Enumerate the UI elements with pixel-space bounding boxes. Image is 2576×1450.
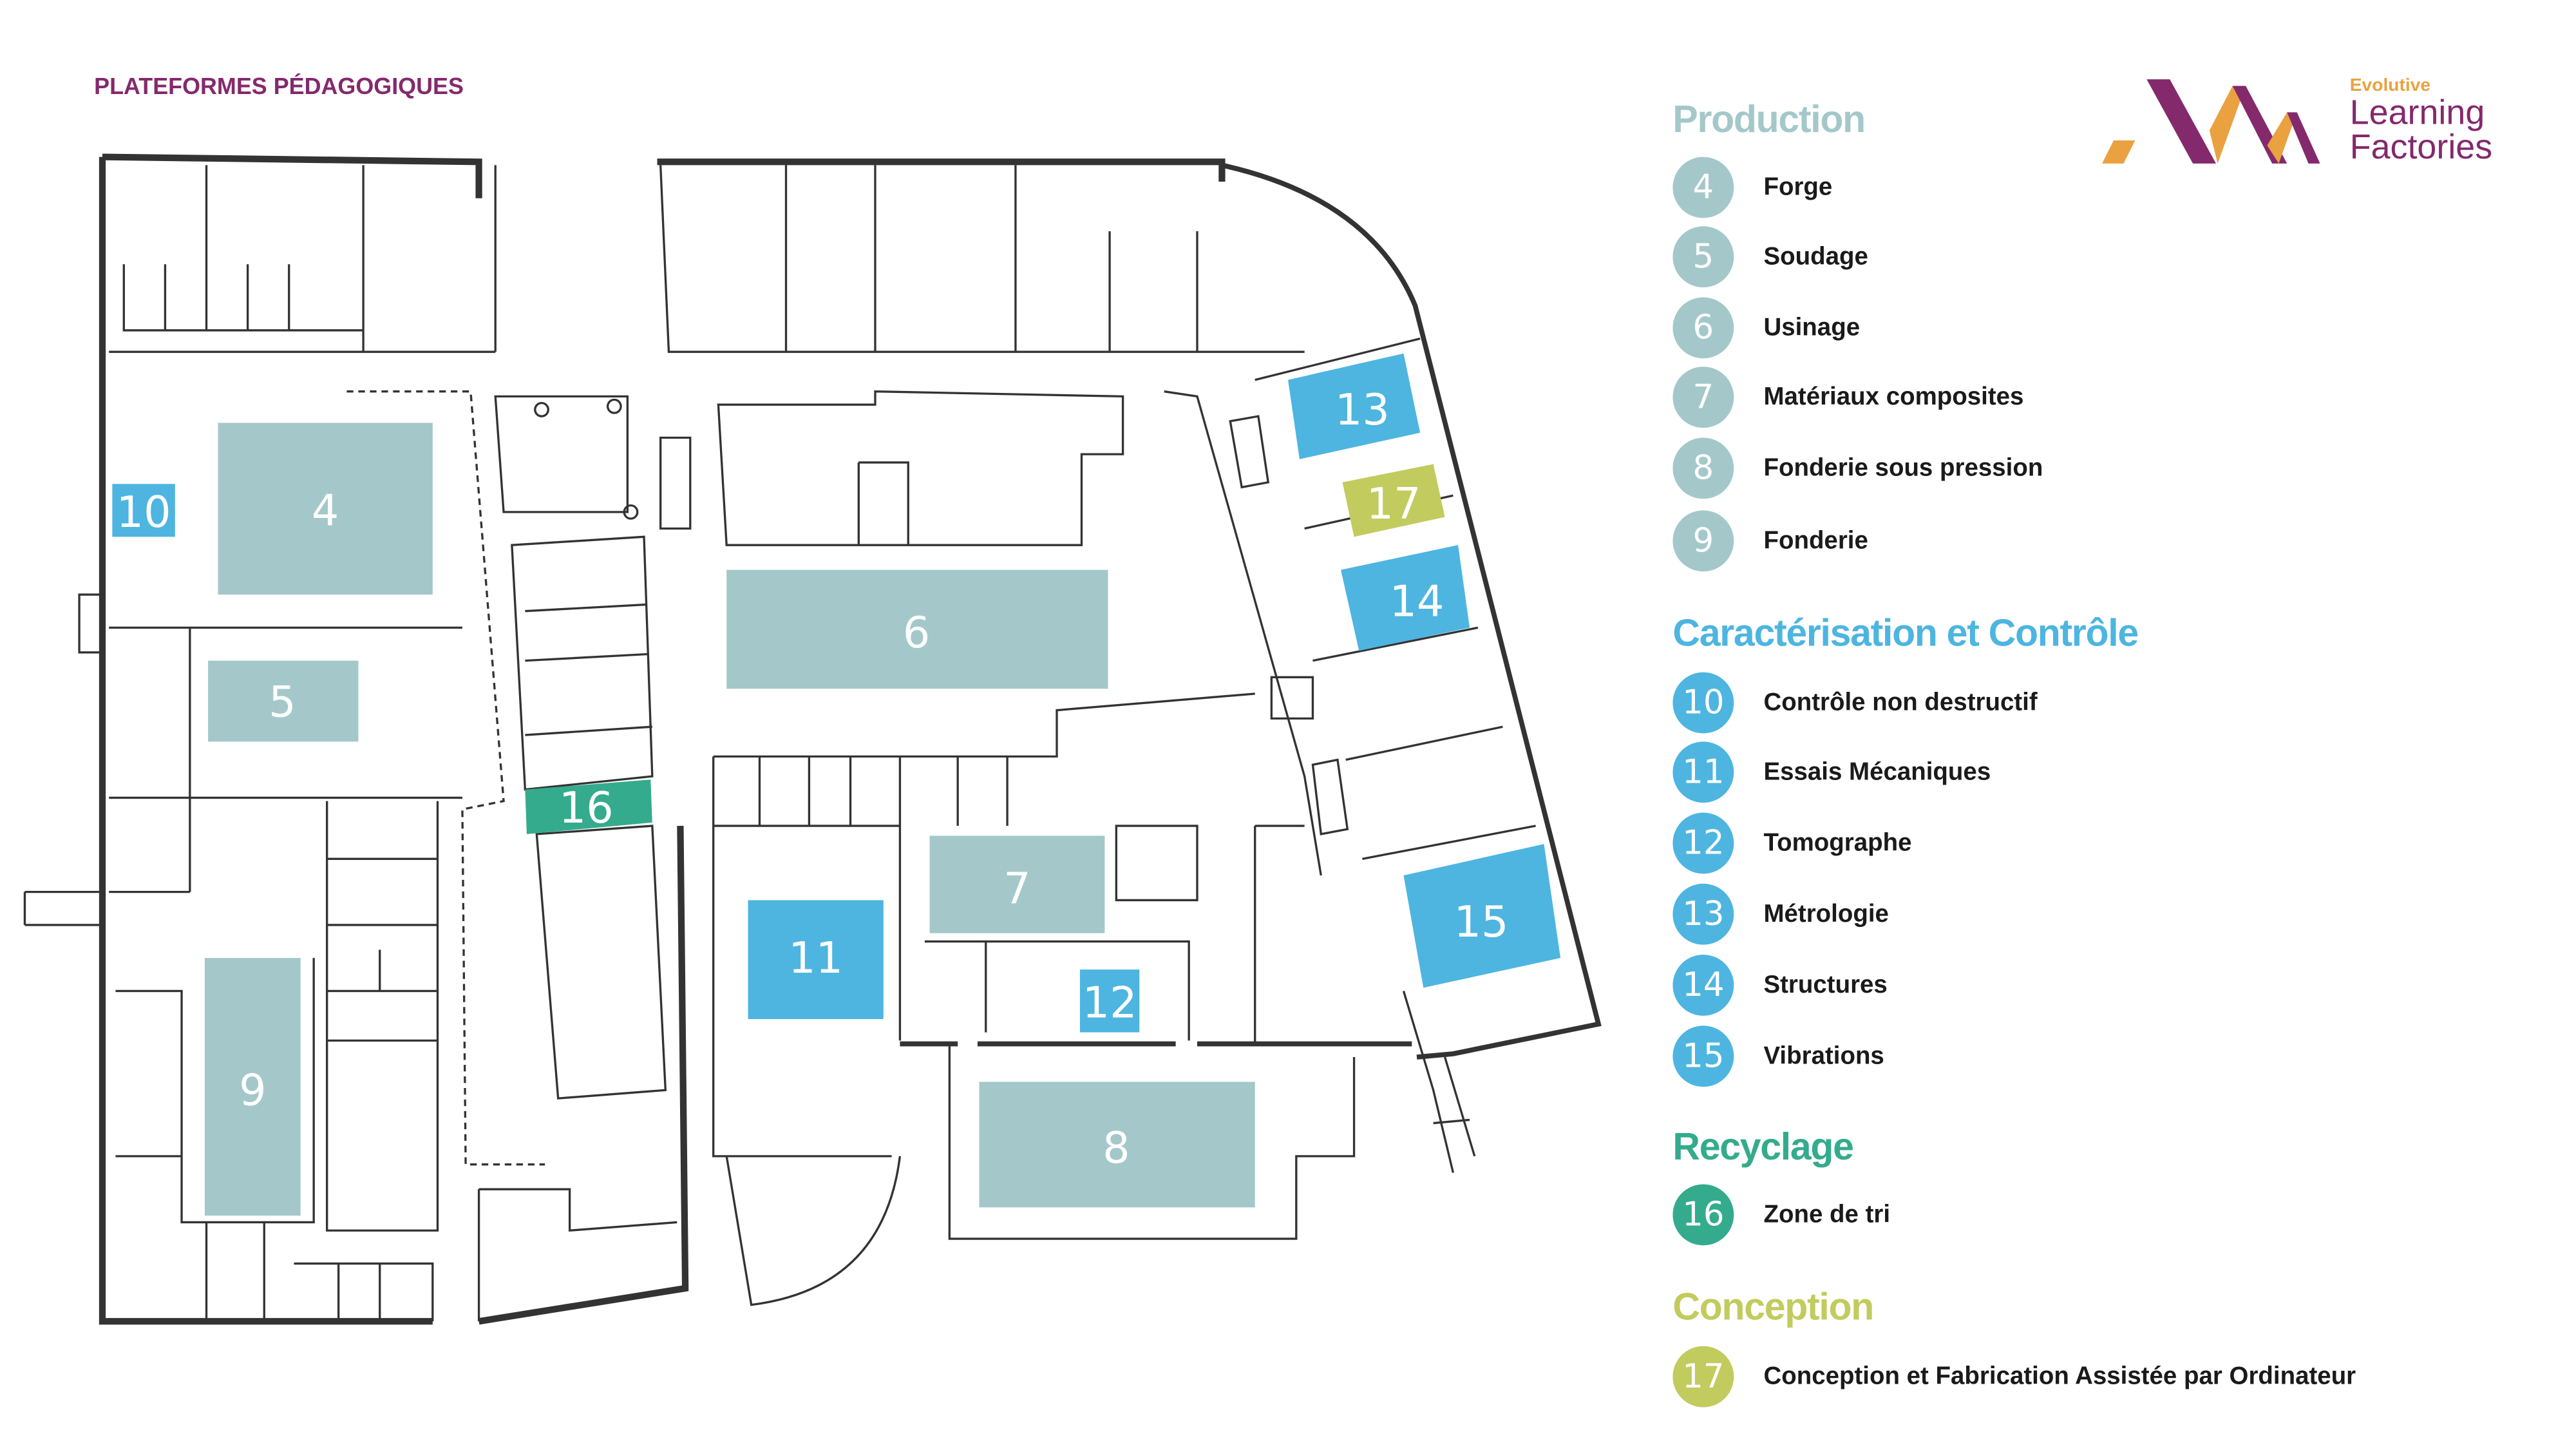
zone-10[interactable]: 10 [112, 484, 175, 537]
zone-12[interactable]: 12 [1079, 969, 1140, 1033]
svg-text:8: 8 [1103, 1123, 1130, 1173]
legend-label: Conception et Fabrication Assistée par O… [1763, 1362, 2356, 1390]
zones: 4 10 5 6 13 17 14 15 16 7 11 12 8 9 [112, 353, 1561, 1216]
zone-11[interactable]: 11 [748, 900, 884, 1020]
svg-text:7: 7 [1003, 863, 1030, 913]
legend-item: 14 Structures [1672, 953, 1888, 1015]
svg-text:9: 9 [239, 1065, 266, 1115]
legend-number-badge: 10 [1672, 671, 1734, 733]
zone-15[interactable]: 15 [1403, 844, 1561, 988]
svg-text:17: 17 [1367, 479, 1421, 529]
legend-item: 12 Tomographe [1672, 811, 1912, 873]
legend-item: 15 Vibrations [1672, 1024, 1884, 1087]
legend-item: 11 Essais Mécaniques [1672, 740, 1991, 803]
legend-item: 17 Conception et Fabrication Assistée par… [1672, 1344, 2356, 1407]
legend-section-conception: Conception [1672, 1284, 1874, 1328]
zone-4[interactable]: 4 [218, 423, 433, 595]
legend-number-badge: 6 [1672, 296, 1734, 358]
zone-9[interactable]: 9 [204, 958, 301, 1216]
zone-6[interactable]: 6 [726, 569, 1108, 689]
legend-section-caracterisation: Caractérisation et Contrôle [1672, 611, 2139, 654]
legend-label: Vibrations [1763, 1041, 1884, 1070]
legend-label: Usinage [1763, 312, 1861, 341]
walls [23, 153, 1602, 1325]
legend-item: 4 Forge [1672, 155, 1832, 218]
legend-label: Structures [1763, 970, 1888, 998]
svg-text:13: 13 [1335, 385, 1390, 435]
legend-item: 8 Fonderie sous pression [1672, 436, 2043, 499]
legend-item: 5 Soudage [1672, 225, 1868, 287]
legend-number-badge: 7 [1672, 365, 1734, 427]
legend-item: 9 Fonderie [1672, 509, 1868, 571]
legend-number-badge: 13 [1672, 882, 1734, 944]
legend-number-badge: 11 [1672, 740, 1734, 802]
legend-label: Contrôle non destructif [1763, 687, 2038, 716]
svg-text:16: 16 [559, 783, 614, 833]
logo-mark-icon [2102, 79, 2320, 164]
svg-text:15: 15 [1454, 897, 1509, 947]
zone-5[interactable]: 5 [208, 660, 359, 742]
legend-label: Fonderie sous pression [1763, 453, 2043, 482]
legend-label: Essais Mécaniques [1763, 757, 1991, 786]
floor-plan: 4 10 5 6 13 17 14 15 16 7 11 12 8 9 [23, 153, 1602, 1325]
zone-8[interactable]: 8 [979, 1082, 1255, 1208]
legend-item: 10 Contrôle non destructif [1672, 671, 2038, 733]
legend-label: Métrologie [1763, 899, 1889, 928]
legend-item: 6 Usinage [1672, 296, 1860, 358]
zone-14[interactable]: 14 [1341, 545, 1470, 651]
legend-number-badge: 14 [1672, 953, 1734, 1015]
legend-number-badge: 4 [1672, 156, 1734, 218]
legend-number-badge: 16 [1672, 1183, 1734, 1245]
zone-17[interactable]: 17 [1342, 464, 1445, 537]
svg-text:11: 11 [788, 933, 843, 983]
legend-label: Forge [1763, 172, 1833, 201]
svg-text:5: 5 [269, 677, 296, 727]
logo-text-evolutive: Evolutive [2349, 75, 2431, 96]
zone-13[interactable]: 13 [1287, 353, 1421, 459]
svg-text:6: 6 [903, 607, 930, 658]
svg-text:4: 4 [312, 485, 339, 535]
svg-text:14: 14 [1390, 576, 1444, 626]
legend-label: Soudage [1763, 242, 1868, 271]
legend-item: 16 Zone de tri [1672, 1183, 1890, 1245]
legend-label: Zone de tri [1763, 1199, 1891, 1228]
legend-label: Matériaux composites [1763, 382, 2024, 411]
legend-number-badge: 9 [1672, 510, 1734, 571]
zone-7[interactable]: 7 [929, 835, 1105, 933]
legend-number-badge: 12 [1672, 812, 1734, 873]
legend-section-recyclage: Recyclage [1672, 1125, 1854, 1168]
logo-line-factories: Factories [2349, 128, 2493, 167]
legend-label: Fonderie [1763, 526, 1868, 555]
legend-number-badge: 17 [1672, 1345, 1734, 1407]
zone-16[interactable]: 16 [525, 779, 652, 834]
legend-item: 13 Métrologie [1672, 882, 1889, 944]
legend-number-badge: 8 [1672, 437, 1734, 499]
legend-item: 7 Matériaux composites [1672, 365, 2023, 428]
legend-section-production: Production [1672, 97, 1866, 140]
logo-line-learning: Learning [2349, 94, 2485, 133]
legend-label: Tomographe [1763, 828, 1912, 857]
svg-text:12: 12 [1083, 977, 1137, 1027]
page-title: PLATEFORMES PÉDAGOGIQUES [94, 72, 464, 99]
legend-number-badge: 5 [1672, 225, 1734, 287]
legend-number-badge: 15 [1672, 1025, 1734, 1086]
svg-text:10: 10 [117, 487, 171, 537]
